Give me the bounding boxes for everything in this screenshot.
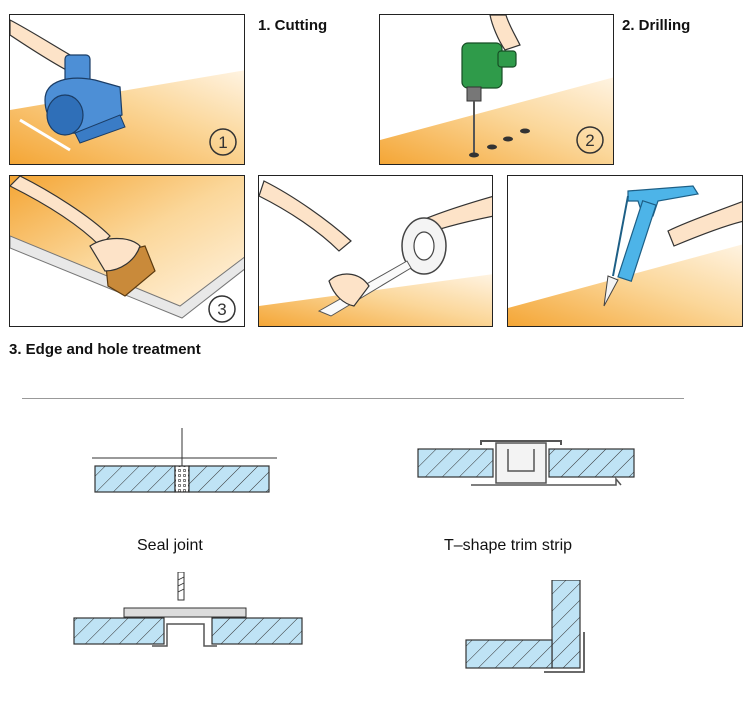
- corner-trim-diagram: [465, 580, 585, 673]
- step-number: 3: [217, 300, 226, 319]
- seal-joint-label: Seal joint: [137, 537, 203, 554]
- seal-joint-diagram: [92, 428, 277, 493]
- caulking-panel: [507, 175, 743, 327]
- sanding-block-icon: [89, 237, 156, 297]
- cutting-panel: 1: [9, 14, 245, 165]
- drilling-panel: 2: [379, 14, 614, 165]
- hand-arm: [10, 176, 111, 247]
- hand-arm: [259, 180, 352, 252]
- screwed-trim-diagram: [73, 572, 303, 647]
- step-number: 2: [585, 131, 594, 150]
- edge-sanding-illustration: 3: [10, 176, 244, 323]
- edge-treatment-caption: 3. Edge and hole treatment: [9, 341, 201, 358]
- step-number-circle: [576, 126, 604, 154]
- caulking-illustration: [508, 185, 742, 326]
- drilling-caption: 2. Drilling: [622, 17, 691, 34]
- edge-taping-panel: [258, 175, 493, 327]
- section-divider: [22, 398, 684, 399]
- edge-sanding-panel: 3: [9, 175, 245, 327]
- step-number-circle: [208, 295, 236, 323]
- edge-taping-illustration: [259, 180, 492, 326]
- power-drill-icon: [461, 42, 517, 153]
- t-shape-label: T–shape trim strip: [444, 537, 573, 554]
- step-number-circle: [209, 128, 237, 156]
- caulking-gun-icon: [603, 185, 699, 307]
- hand-arm: [667, 201, 742, 247]
- cutting-caption: 1. Cutting: [258, 17, 328, 34]
- drilling-illustration: 2: [380, 15, 613, 164]
- circular-saw-icon: [44, 54, 126, 144]
- step-number: 1: [218, 133, 227, 152]
- t-shape-trim-diagram: [417, 440, 635, 486]
- hand-arm: [489, 15, 521, 51]
- cutting-illustration: 1: [10, 19, 244, 164]
